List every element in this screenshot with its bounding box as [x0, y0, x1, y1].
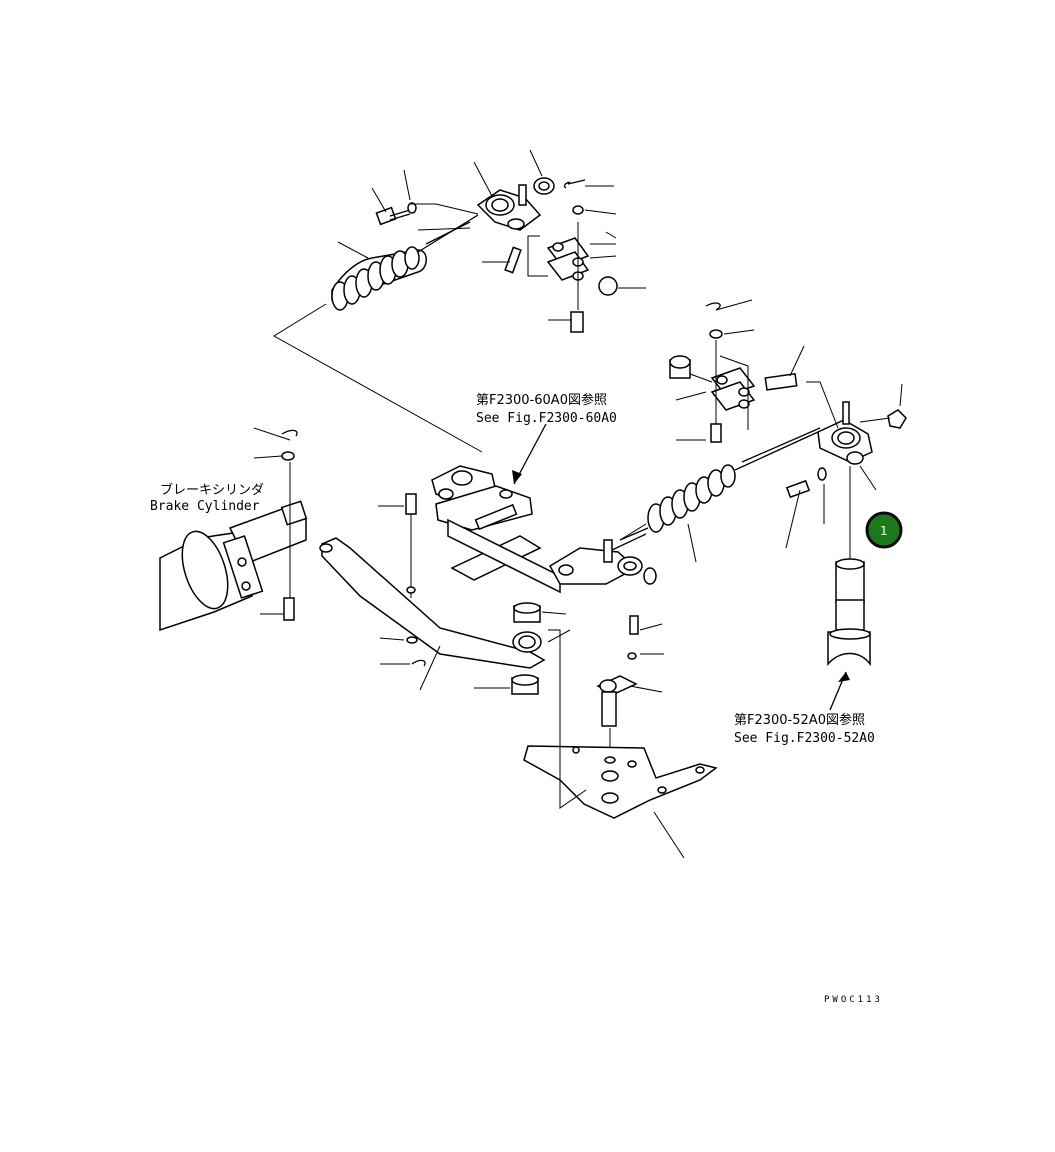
top-bolt [375, 202, 417, 226]
ref-60a0-en-label: See Fig.F2300-60A0 [476, 411, 617, 426]
right-shaft [827, 466, 871, 711]
top-clevis [476, 177, 555, 231]
callout-number: 1 [880, 524, 888, 538]
right-small-bolt [785, 479, 811, 549]
right-bolt [764, 345, 805, 391]
top-leaders [273, 149, 646, 453]
brake-cylinder-en-label: Brake Cylinder [150, 499, 260, 514]
ref-52a0-jp-label: 第F2300-52A0図参照 [734, 712, 865, 728]
ref-60a0-jp-label: 第F2300-60A0図参照 [476, 392, 607, 408]
right-spring [619, 427, 821, 563]
center-linkage [378, 465, 657, 598]
callout-marker[interactable]: 1 [865, 511, 903, 549]
drawing-code: PWOC113 [824, 995, 883, 1005]
brake-cylinder [159, 427, 308, 632]
brake-cylinder-jp-label: ブレーキシリンダ [160, 482, 264, 498]
bushings [379, 602, 571, 695]
right-link-plate [669, 299, 756, 443]
lower-bracket [523, 615, 718, 859]
right-clevis [806, 381, 907, 524]
top-spring [331, 214, 479, 311]
brake-arm [319, 537, 546, 691]
callout-circle[interactable] [865, 511, 903, 549]
ref-52a0-en-label: See Fig.F2300-52A0 [734, 731, 875, 746]
top-link-plate [504, 179, 618, 333]
ref-60a0-arrow [512, 423, 547, 485]
